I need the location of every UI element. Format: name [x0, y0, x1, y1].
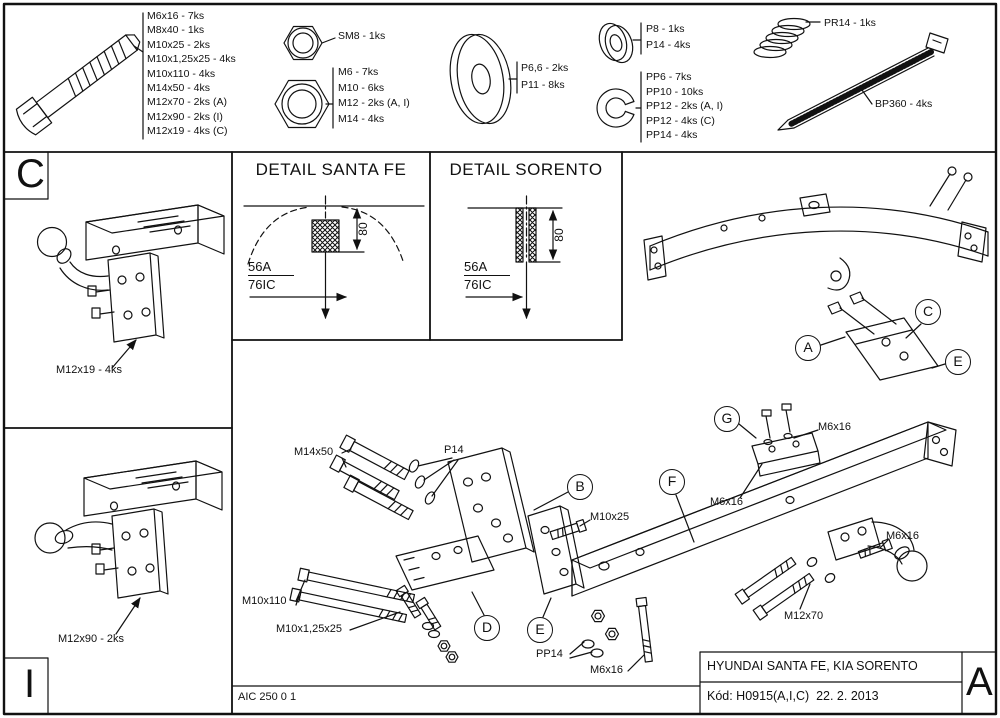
- center-bracket-drawing: [738, 403, 821, 499]
- detail-sorento-height-dim: 80: [552, 228, 566, 242]
- hex-nut-icon: [274, 67, 334, 129]
- detail-santafe-height-dim: 80: [356, 222, 370, 236]
- towbar-variant-i-drawing: [34, 460, 223, 635]
- detail-sorento-drawing: [465, 195, 563, 320]
- nuts-washers-drawing: [569, 596, 653, 672]
- part-label: M14x50 - 4ks: [147, 82, 211, 95]
- part-label: M12x90 - 2ks (I): [147, 110, 223, 123]
- part-label: PP12 - 4ks (C): [646, 114, 715, 127]
- part-label: PP14 - 4ks: [646, 129, 698, 142]
- washer-spring-list: PP6 - 7ks PP10 - 10ks PP12 - 2ks (A, I) …: [646, 70, 723, 143]
- m10x125-bolts-drawing: [349, 584, 459, 663]
- callout-m6x16-top: M6x16: [818, 421, 852, 433]
- callout-m10x110: M10x110: [242, 595, 287, 607]
- part-label: M6 - 7ks: [338, 66, 379, 78]
- detail-santafe-ball-dims: 56A 76IC: [248, 258, 294, 293]
- part-label: M10x1,25x25 - 4ks: [147, 53, 236, 66]
- callout-m6x16-right: M6x16: [886, 530, 920, 542]
- m12x70-bolts-drawing: [734, 556, 836, 621]
- detail-sorento-ball-dims: 56A 76IC: [464, 258, 510, 293]
- part-label: M8x40 - 1ks: [147, 24, 205, 37]
- detail-santafe-title: DETAIL SANTA FE: [255, 160, 407, 179]
- vehicle-code: Kód: H0915(A,I,C) 22. 2. 2013: [707, 689, 879, 703]
- m10x25-bolt-drawing: [549, 519, 591, 541]
- callout-m14x50: M14x50: [294, 446, 334, 458]
- towbar-variant-c-drawing: [36, 204, 225, 369]
- balloon-leader-lines: [471, 491, 695, 618]
- locknut-label: SM8 - 1ks: [338, 30, 386, 42]
- hex-bolt-icon: [15, 12, 144, 140]
- dim-label: 76IC: [464, 277, 492, 292]
- part-label: M12x70 - 2ks (A): [147, 96, 227, 109]
- part-label: PP6 - 7ks: [646, 71, 692, 83]
- part-label: M14 - 4ks: [338, 112, 385, 125]
- bolt-size-list: M6x16 - 7ks M8x40 - 1ks M10x25 - 2ks M10…: [147, 9, 236, 139]
- cable-tie-icon: [777, 32, 949, 131]
- crossbar-exploded-drawing: [571, 421, 957, 597]
- flat-washer-large-icon: [449, 33, 518, 125]
- part-label: M10x110 - 4ks: [147, 67, 216, 80]
- balloon-e2: E: [527, 617, 553, 643]
- part-label: M12x19 - 4ks (C): [147, 125, 228, 138]
- part-label: M10 - 6ks: [338, 81, 385, 94]
- coil-spring-icon: [753, 17, 821, 59]
- crossbar-assembled-drawing: [643, 166, 989, 291]
- part-label: M6x16 - 7ks: [147, 10, 205, 22]
- washer-large-list: P6,6 - 2ks P11 - 8ks: [521, 60, 568, 93]
- m6x16-bolt-right-drawing: [857, 538, 893, 559]
- corner-a-letter: A: [966, 660, 993, 704]
- variant-c-callout: M12x19 - 4ks: [56, 364, 123, 376]
- nut-size-list: M6 - 7ks M10 - 6ks M12 - 2ks (A, I) M14 …: [338, 65, 410, 127]
- dim-label: 76IC: [248, 277, 276, 292]
- end-bracket-drawing: [820, 291, 946, 381]
- cable-tie-label: BP360 - 4ks: [875, 98, 933, 110]
- flat-washer-icon: [598, 22, 642, 64]
- part-label: P11 - 8ks: [521, 78, 565, 91]
- dim-label: 56A: [464, 258, 510, 276]
- balloon-d: D: [474, 615, 500, 641]
- spring-washer-icon: [596, 71, 642, 143]
- m10x110-bolts-drawing: [289, 567, 416, 623]
- callout-m10x25: M10x25: [590, 511, 630, 523]
- callout-p14: P14: [444, 444, 464, 456]
- callout-m12x70: M12x70: [784, 610, 824, 622]
- part-label: M12 - 2ks (A, I): [338, 97, 410, 110]
- spring-label: PR14 - 1ks: [824, 17, 876, 29]
- part-label: P8 - 1ks: [646, 23, 685, 35]
- part-label: P14 - 4ks: [646, 39, 691, 51]
- m14x50-bolts-drawing: [329, 434, 459, 521]
- detail-santafe-drawing: [243, 195, 425, 320]
- callout-m6x16-bottom: M6x16: [590, 664, 624, 676]
- lock-nut-icon: [283, 25, 336, 61]
- detail-sorento-title: DETAIL SORENTO: [449, 160, 603, 179]
- balloon-e: E: [945, 349, 971, 375]
- part-label: P6,6 - 2ks: [521, 62, 569, 74]
- variant-i-letter: I: [24, 662, 36, 706]
- callout-m10x125x25: M10x1,25x25: [276, 623, 343, 635]
- balloon-a: A: [795, 335, 821, 361]
- mounting-plates-drawing: [395, 447, 585, 595]
- doc-number: AIC 250 0 1: [238, 691, 297, 703]
- callout-m6x16-mid: M6x16: [710, 496, 744, 508]
- part-label: M10x25 - 2ks: [147, 38, 211, 51]
- dim-label: 56A: [248, 258, 294, 276]
- washer-flat-list: P8 - 1ks P14 - 4ks: [646, 21, 690, 53]
- part-label: PP12 - 2ks (A, I): [646, 100, 724, 113]
- balloon-c: C: [915, 299, 941, 325]
- balloon-g: G: [714, 406, 740, 432]
- variant-i-callout: M12x90 - 2ks: [58, 633, 125, 645]
- part-label: PP10 - 10ks: [646, 85, 704, 98]
- vehicle-title: HYUNDAI SANTA FE, KIA SORENTO: [707, 659, 918, 673]
- variant-c-letter: C: [16, 152, 45, 196]
- towball-drawing: [827, 517, 928, 582]
- balloon-f: F: [659, 469, 685, 495]
- balloon-b: B: [567, 474, 593, 500]
- callout-pp14: PP14: [536, 648, 563, 660]
